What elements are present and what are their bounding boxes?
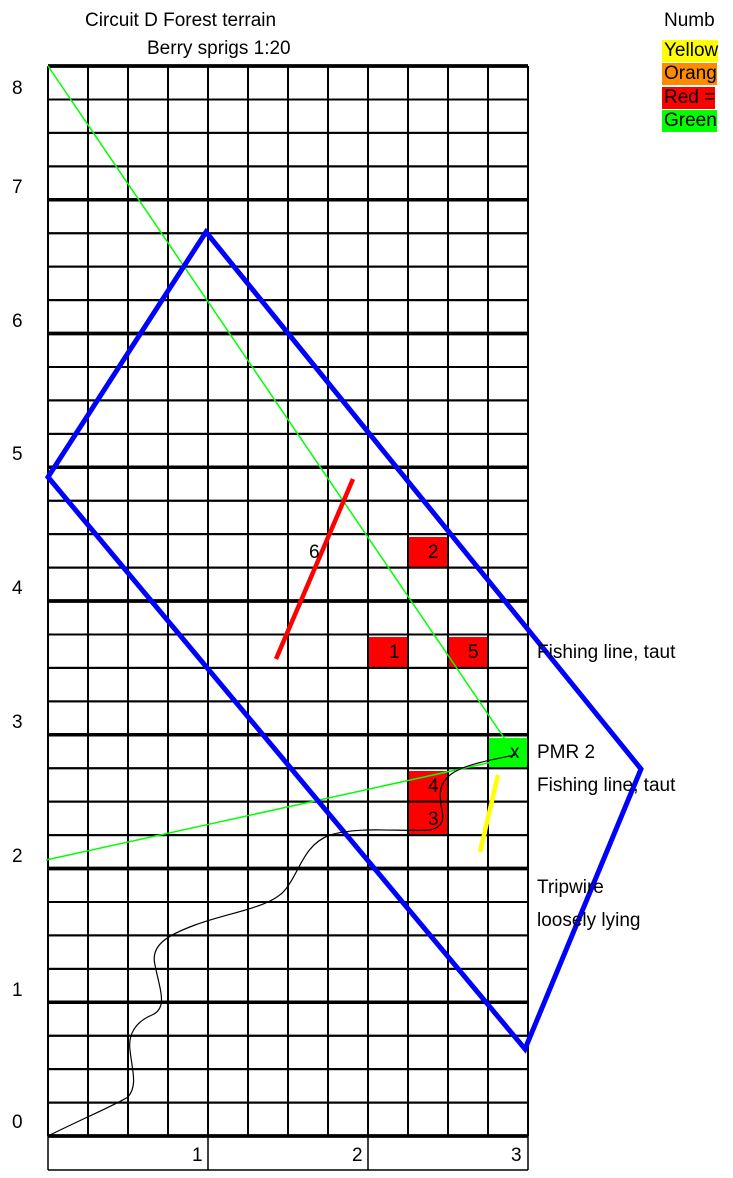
annotation-fishing-line-1: Fishing line, taut [537, 642, 676, 663]
y-label-5: 5 [12, 444, 23, 465]
marker-label-1: 1 [389, 642, 400, 663]
annotation-pmr: PMR 2 [537, 742, 596, 763]
legend-heading: Numb [664, 10, 715, 31]
map-title: Circuit D Forest terrain [85, 10, 277, 31]
circuit-boundary [44, 227, 644, 1054]
annotation-tripwire-2: loosely lying [537, 910, 641, 931]
pmr-marker-label: x [510, 742, 520, 763]
annotation-tripwire-1: Tripwire [537, 877, 604, 898]
y-label-3: 3 [12, 712, 23, 733]
red-line-6 [273, 478, 356, 660]
y-label-0: 0 [12, 1112, 23, 1133]
legend-item-orange: Orang [662, 63, 717, 85]
marker-label-4: 4 [428, 776, 439, 797]
legend-item-green: Green [662, 110, 717, 132]
grid-overlay [47, 64, 529, 1138]
y-label-4: 4 [12, 578, 23, 599]
y-label-8: 8 [12, 78, 23, 99]
tripwire-path [47, 754, 516, 1137]
map-subtitle: Berry sprigs 1:20 [147, 38, 291, 59]
legend-item-red: Red = [662, 87, 716, 109]
x-label-3: 3 [511, 1145, 522, 1166]
marker-label-2: 2 [428, 542, 439, 563]
x-label-2: 2 [352, 1145, 363, 1166]
marker-1-box [368, 637, 408, 668]
sightline-lower [45, 756, 516, 861]
legend-item-yellow: Yellow [662, 40, 719, 62]
y-label-7: 7 [12, 177, 23, 198]
line-label-6: 6 [309, 542, 320, 563]
marker-2-box [408, 537, 448, 568]
y-label-1: 1 [12, 980, 23, 1001]
axis-ticks [47, 1136, 529, 1171]
yellow-line [477, 774, 501, 853]
annotation-fishing-line-2: Fishing line, taut [537, 775, 676, 796]
y-label-6: 6 [12, 311, 23, 332]
marker-label-5: 5 [468, 642, 479, 663]
y-label-2: 2 [12, 846, 23, 867]
x-label-1: 1 [192, 1145, 203, 1166]
marker-label-3: 3 [428, 809, 439, 830]
sightline-upper [47, 65, 516, 755]
marker-5-box [448, 637, 488, 668]
